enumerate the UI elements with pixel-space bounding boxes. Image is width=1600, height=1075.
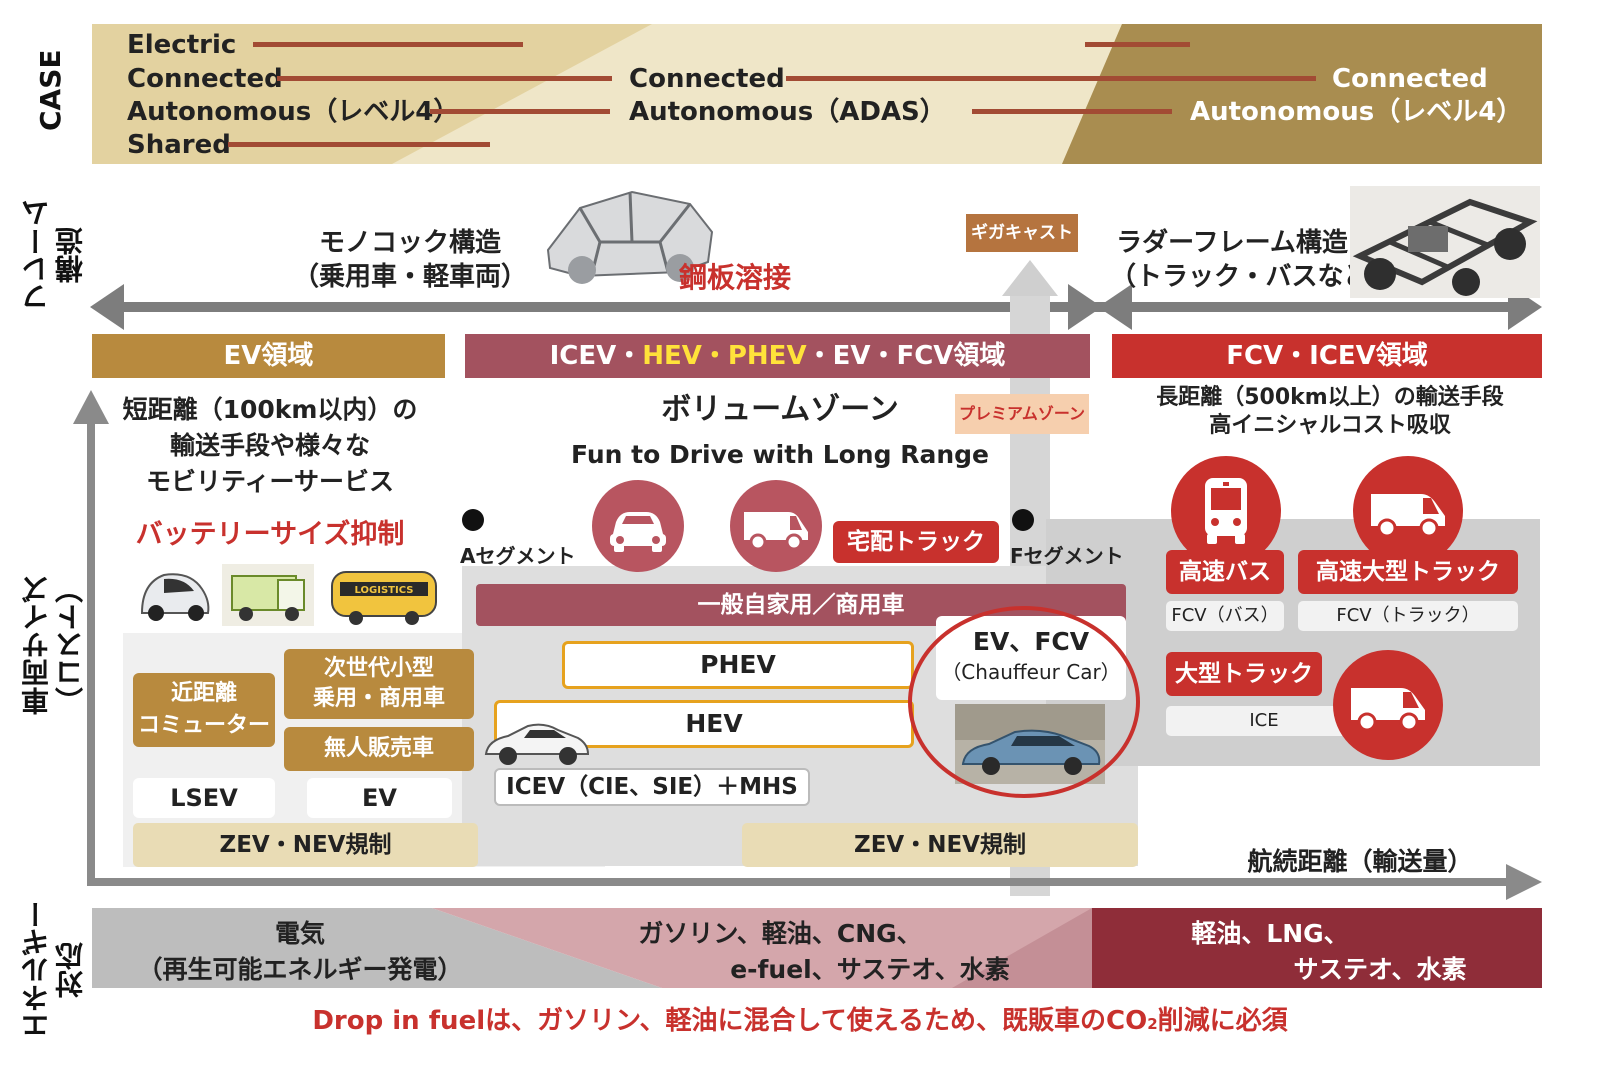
a-segment-dot <box>462 509 484 531</box>
fcv-zone-header: FCV・ICEV領域 <box>1112 334 1542 378</box>
energy-electric-2: （再生可能エネルギー発電） <box>137 955 463 984</box>
case-bar-connected-2 <box>786 76 1316 81</box>
case-bar-autonomous-2 <box>972 109 1172 114</box>
fcv-desc-2: 高イニシャルコスト吸収 <box>1209 413 1451 438</box>
monocoque-title: モノコック構造 <box>318 228 501 258</box>
unmanned-vending-tag: 無人販売車 <box>284 727 474 771</box>
case-autonomous-right: Autonomous（レベル4） <box>1190 97 1523 127</box>
mid-zone-header: ICEV・HEV・PHEV・EV・FCV領域 <box>465 334 1090 378</box>
next-gen-line2: 乗用・商用車 <box>312 686 445 711</box>
fcv-desc-1: 長距離（500km以上）の輸送手段 <box>1156 385 1504 410</box>
main-axes <box>73 390 1542 900</box>
ev-desc-3: モビリティーサービス <box>145 467 394 496</box>
energy-fuel-1: ガソリン、軽油、CNG、 <box>638 919 922 948</box>
logistics-pod-image: LOGISTICS <box>331 571 437 625</box>
f-segment-dot <box>1012 509 1034 531</box>
footer-note-a: Drop in fuelは、ガソリン、軽油に混合して使えるため、既販車のCO <box>312 1006 1148 1036</box>
delivery-truck-tag: 宅配トラック <box>833 521 999 563</box>
energy-heavy-1: 軽油、LNG、 <box>1191 919 1349 948</box>
case-electric: Electric <box>127 30 237 60</box>
near-commuter-line1: 近距離 <box>170 681 237 706</box>
fcv-bus-label: FCV（バス） <box>1166 601 1284 631</box>
zev-nev-left: ZEV・NEV規制 <box>133 823 478 867</box>
ev-desc-1: 短距離（100km以内）の <box>122 395 418 424</box>
energy-fuel-2: e-fuel、サステオ、水素 <box>730 955 1010 984</box>
fcv-truck-label: FCV（トラック） <box>1298 601 1518 631</box>
mid-zone-header-c: ・EV・FCV領域 <box>806 341 1006 371</box>
bus-circle <box>1171 456 1281 566</box>
next-gen-tag: 次世代小型 乗用・商用車 <box>284 649 474 719</box>
volume-zone-label: ボリュームゾーン <box>661 392 899 427</box>
ladder-frame-title: ラダーフレーム構造 <box>1116 228 1348 258</box>
a-segment-label: Aセグメント <box>460 544 576 568</box>
ev-box: EV <box>307 778 452 818</box>
car-icon <box>610 512 666 552</box>
case-bar-autonomous-1 <box>430 109 610 114</box>
case-bar-electric <box>253 42 523 47</box>
truck-icon <box>1371 494 1445 538</box>
zev-nev-right: ZEV・NEV規制 <box>742 823 1138 867</box>
mid-zone-header-b: HEV・PHEV <box>642 341 807 371</box>
f-segment-label: Fセグメント <box>1010 544 1124 568</box>
case-bar-connected-1 <box>277 76 612 81</box>
footer-note-b: 削減に必須 <box>1157 1006 1288 1036</box>
near-commuter-tag: 近距離 コミューター <box>133 673 275 747</box>
case-side-label: CASE <box>34 49 67 131</box>
case-band-bg <box>92 24 1542 164</box>
highway-truck-tag: 高速大型トラック <box>1298 550 1518 594</box>
phev-box: PHEV <box>562 641 914 689</box>
case-bar-electric-right <box>1085 42 1190 47</box>
large-truck-tag: 大型トラック <box>1166 652 1322 696</box>
energy-electric-1: 電気 <box>274 919 325 948</box>
ev-desc-2: 輸送手段や様々な <box>169 431 370 460</box>
footer-note: Drop in fuelは、ガソリン、軽油に混合して使えるため、既販車のCO2削… <box>220 1000 1380 1037</box>
case-connected-right: Connected <box>1332 64 1488 94</box>
case-autonomous-left: Autonomous（レベル4） <box>127 97 460 127</box>
monocoque-subtitle: （乗用車・軽車両） <box>292 262 527 292</box>
ice-label: ICE <box>1166 706 1362 736</box>
next-gen-line1: 次世代小型 <box>323 656 434 681</box>
steel-welding-label: 鋼板溶接 <box>678 261 791 294</box>
energy-band-bg <box>92 908 1542 988</box>
small-van-image <box>222 564 314 626</box>
case-connected-left: Connected <box>127 64 283 94</box>
car-body-frame-image <box>546 190 714 284</box>
bus-icon <box>1205 478 1247 544</box>
micro-ev-image <box>140 573 210 621</box>
large-truck-circle <box>1353 456 1463 566</box>
van-circle <box>730 480 822 572</box>
frame-side-label: フレーム 構造 <box>20 199 87 311</box>
fun-to-drive-label: Fun to Drive with Long Range <box>571 440 989 469</box>
gigacast-tag: ギガキャスト <box>966 214 1078 252</box>
chauffeur-highlight-ellipse <box>908 606 1140 798</box>
ladder-frame-subtitle: （トラック・バスなど） <box>1110 262 1396 292</box>
mid-zone-header-a: ICEV・ <box>549 341 643 371</box>
truck-icon-2 <box>1351 688 1425 732</box>
sports-car-image <box>484 723 590 765</box>
premium-zone-tag: プレミアムゾーン <box>955 394 1089 434</box>
case-bar-shared <box>228 142 490 147</box>
logistics-text: LOGISTICS <box>355 585 414 596</box>
battery-size-label: バッテリーサイズ抑制 <box>135 519 405 550</box>
ev-zone-header: EV領域 <box>92 334 445 378</box>
car-circle <box>592 480 684 572</box>
case-shared: Shared <box>127 130 231 160</box>
case-autonomous-middle: Autonomous（ADAS） <box>629 97 946 127</box>
energy-heavy-2: サステオ、水素 <box>1293 955 1467 984</box>
near-commuter-line2: コミューター <box>137 713 270 738</box>
highway-bus-tag: 高速バス <box>1166 550 1284 594</box>
case-connected-middle: Connected <box>629 64 785 94</box>
ladder-chassis-image <box>1350 186 1540 298</box>
range-axis-label: 航続距離（輸送量） <box>1247 847 1473 876</box>
footer-note-sub: 2 <box>1147 1015 1158 1033</box>
icev-box: ICEV（CIE、SIE）＋MHS <box>494 768 810 806</box>
ice-truck-circle <box>1333 650 1443 760</box>
energy-side-label: エネルギー 対応 <box>20 900 87 1040</box>
van-icon <box>744 512 808 551</box>
lsev-box: LSEV <box>133 778 275 818</box>
